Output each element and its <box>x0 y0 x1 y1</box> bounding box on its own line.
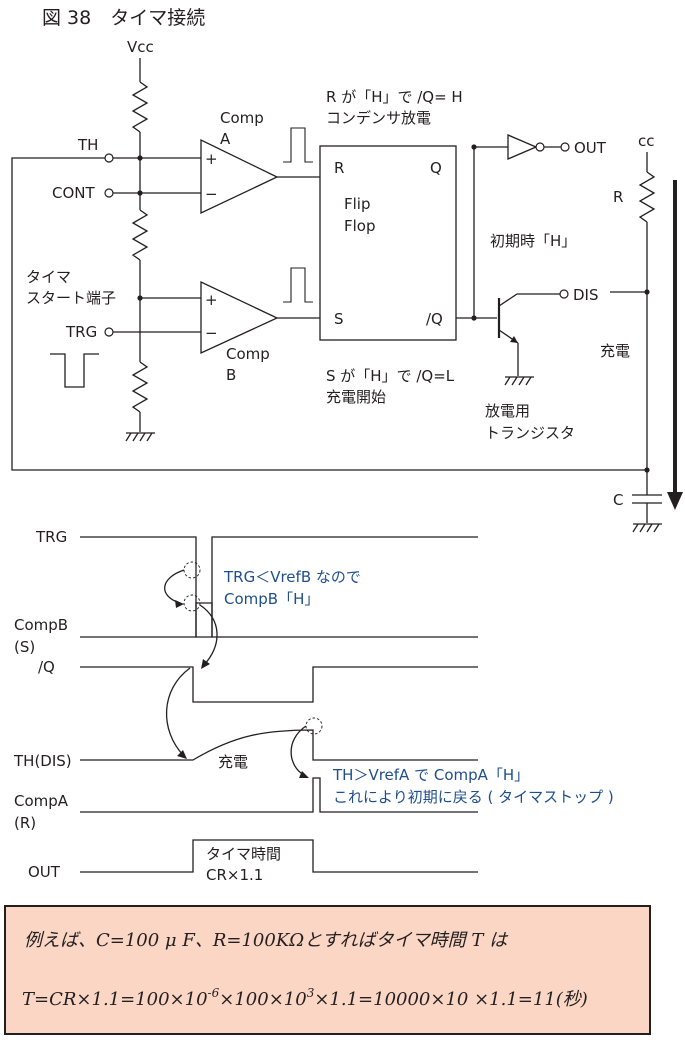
event-circle-compb <box>183 594 201 612</box>
timing-note1-1: TRG＜VrefB なので <box>223 568 361 586</box>
comp-b-label-1: Comp <box>226 345 270 363</box>
resistor-bottom <box>131 361 149 413</box>
nq-output-wire <box>456 146 508 319</box>
timing-trg-label: TRG <box>35 528 67 546</box>
timer-duration-label-1: タイマ時間 <box>206 845 281 863</box>
comp-a-plus: + <box>205 150 218 168</box>
th-waveform <box>80 729 478 761</box>
cont-terminal <box>104 188 114 198</box>
th-label: TH <box>77 136 98 154</box>
tr-label-1: 放電用 <box>485 402 530 420</box>
comp-a-label-1: Comp <box>220 109 264 127</box>
transistor-collector <box>498 293 560 307</box>
timing-compb-label-1: CompB <box>14 616 68 634</box>
ground-symbol-cap <box>632 523 662 533</box>
trg-terminal <box>104 327 114 337</box>
cc-label: cc <box>638 132 655 150</box>
ground-symbol-transistor <box>504 376 534 386</box>
cont-label: CONT <box>52 184 96 202</box>
ff-s-label: S <box>334 310 344 328</box>
timing-nq-label: /Q <box>38 658 55 676</box>
timing-note1-2: CompB「H」 <box>224 590 319 608</box>
dis-terminal <box>559 289 569 299</box>
timer-start-label-1: タイマ <box>26 268 71 286</box>
arrow-nq-to-th <box>165 667 191 756</box>
arrow-trg-to-compb <box>164 569 185 604</box>
out-label: OUT <box>574 139 607 157</box>
comp-b-plus: + <box>205 291 218 309</box>
timing-note2-2: これにより初期に戻る ( タイマストップ ) <box>333 788 614 806</box>
timing-note2-1: TH＞VrefA で CompA「H」 <box>332 766 529 784</box>
note-r-1: R が「H」で /Q= H <box>326 88 463 106</box>
compa-waveform <box>80 777 478 813</box>
initial-label: 初期時「H」 <box>490 232 576 250</box>
note-s-2: 充電開始 <box>326 388 386 406</box>
output-buffer <box>507 134 538 160</box>
c-label: C <box>613 491 623 509</box>
out-terminal <box>560 142 570 152</box>
dis-label: DIS <box>573 286 599 304</box>
ff-q-label: Q <box>430 159 442 177</box>
charge-label: 充電 <box>600 342 630 360</box>
timing-out-label: OUT <box>28 863 61 881</box>
comp-a-minus: − <box>205 185 218 203</box>
timing-charge-label: 充電 <box>218 753 248 771</box>
timing-th-label: TH(DIS) <box>13 752 72 770</box>
arrow-compb-to-nq <box>199 604 218 666</box>
divider-chain: Vcc <box>125 38 155 442</box>
th-terminal <box>104 153 114 163</box>
trg-waveform <box>80 536 478 638</box>
comparator-b <box>200 280 279 355</box>
formula-line-2: T=CR×1.1=100×10-6×100×103×1.1=10000×10 ×… <box>22 986 588 1010</box>
ff-label-1: Flip <box>344 195 370 213</box>
formula-box <box>4 905 651 1035</box>
flip-flop <box>319 145 457 341</box>
ff-label-2: Flop <box>344 217 376 235</box>
figure-title: 図 38 タイマ接続 <box>42 7 205 29</box>
comp-a-label-2: A <box>220 130 231 148</box>
trg-label: TRG <box>65 323 97 341</box>
out-waveform <box>80 839 478 873</box>
th-feedback-wire <box>11 157 647 471</box>
comp-b-pulse-icon <box>283 267 313 303</box>
nq-waveform <box>80 666 478 703</box>
comp-b-minus: − <box>205 324 218 342</box>
timer-start-label-2: スタート端子 <box>26 289 116 307</box>
ff-r-label: R <box>334 159 344 177</box>
timer-duration-label-2: CR×1.1 <box>206 866 263 884</box>
timing-compa-label-2: (R) <box>14 814 36 832</box>
resistor-mid <box>131 209 149 261</box>
ground-symbol-left <box>125 432 155 442</box>
trg-pulse-icon <box>50 353 99 388</box>
ff-nq-label: /Q <box>426 310 443 328</box>
comparator-a <box>200 138 279 215</box>
timing-compa-label-1: CompA <box>14 792 69 810</box>
formula-line-1: 例えば、C=100 μ F、R=100KΩとすればタイマ時間 T は <box>24 930 509 951</box>
note-r-2: コンデンサ放電 <box>326 109 431 127</box>
comp-b-label-2: B <box>226 366 236 384</box>
resistor-r <box>638 171 656 223</box>
comp-a-pulse-icon <box>283 127 313 163</box>
tr-label-2: トランジスタ <box>485 424 575 442</box>
arrow-th-to-compa <box>290 725 307 776</box>
note-s-1: S が「H」で /Q=L <box>326 367 455 385</box>
resistor-top <box>131 81 149 133</box>
event-circle-th <box>305 717 323 735</box>
vcc-label: Vcc <box>127 38 154 56</box>
event-circle-trg <box>183 561 201 579</box>
timing-compb-label-2: (S) <box>14 638 35 656</box>
r-label: R <box>613 188 623 206</box>
compb-waveform <box>80 602 478 638</box>
